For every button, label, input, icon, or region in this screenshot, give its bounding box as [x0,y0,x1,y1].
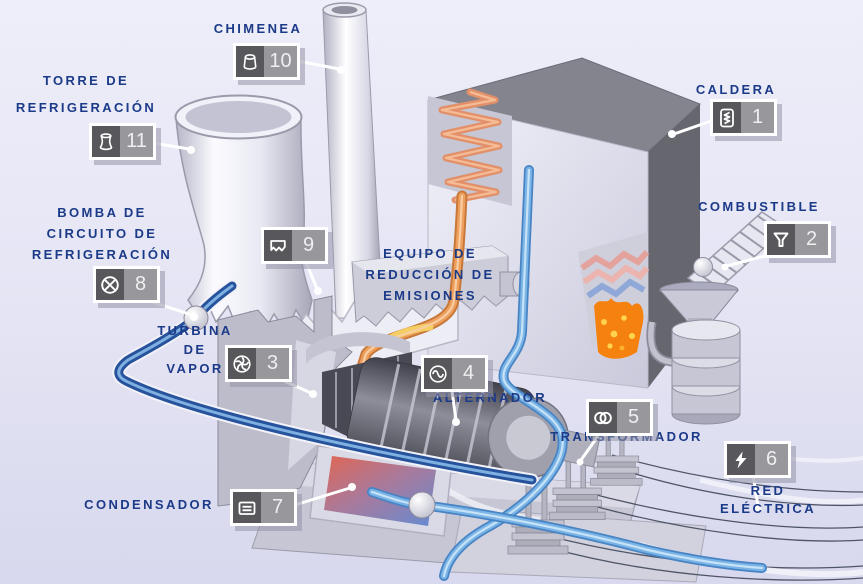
cooling-tower [174,94,313,336]
badge-number: 5 [617,402,650,433]
label-alternador: ALTERNADOR [432,390,548,405]
badge-number: 9 [292,230,325,261]
badge-10-chimenea[interactable]: 10 [233,43,300,80]
label-combustible: COMBUSTIBLE [698,199,820,214]
emissions-filter-icon [264,230,292,261]
condenser-outlet-pipe [367,487,767,573]
badge-8-bomba[interactable]: 8 [93,266,160,303]
badge-number: 10 [264,46,297,77]
badge-number: 4 [452,358,485,389]
badge-number: 7 [261,492,294,523]
feedwater-pipe [439,165,568,581]
boiler [427,57,701,389]
badge-3-turbina[interactable]: 3 [225,345,292,382]
badge-4-alternador[interactable]: 4 [421,355,488,392]
badge-number: 11 [120,126,153,157]
water-pump [408,491,436,519]
badge-9-emisiones[interactable]: 9 [261,227,328,264]
cooling-tower-icon [92,126,120,157]
pump-icon [96,269,124,300]
chimney-icon [236,46,264,77]
badge-number: 1 [741,102,774,133]
badge-number: 6 [755,444,788,475]
badge-6-red-electrica[interactable]: 6 [724,441,791,478]
badge-7-condensador[interactable]: 7 [230,489,297,526]
label-condensador: CONDENSADOR [84,497,214,512]
lightning-icon [727,444,755,475]
transformer-coils-icon [589,402,617,433]
badge-number: 2 [795,224,828,255]
badge-11-torre[interactable]: 11 [89,123,156,160]
badge-number: 8 [124,269,157,300]
alternator-sine-icon [424,358,452,389]
badge-number: 3 [256,348,289,379]
fuel-funnel-icon [767,224,795,255]
badge-2-combustible[interactable]: 2 [764,221,831,258]
leader-lines [144,59,774,511]
label-chimenea: CHIMENEA [213,21,303,36]
condenser-icon [233,492,261,523]
label-caldera: CALDERA [695,82,777,97]
fuel-tanks [671,319,741,425]
badge-1-caldera[interactable]: 1 [710,99,777,136]
chimney [322,2,384,319]
boiler-icon [713,102,741,133]
turbine-fan-icon [228,348,256,379]
emissions-equipment [351,245,530,327]
power-lines [544,454,863,581]
badge-5-transformador[interactable]: 5 [586,399,653,436]
